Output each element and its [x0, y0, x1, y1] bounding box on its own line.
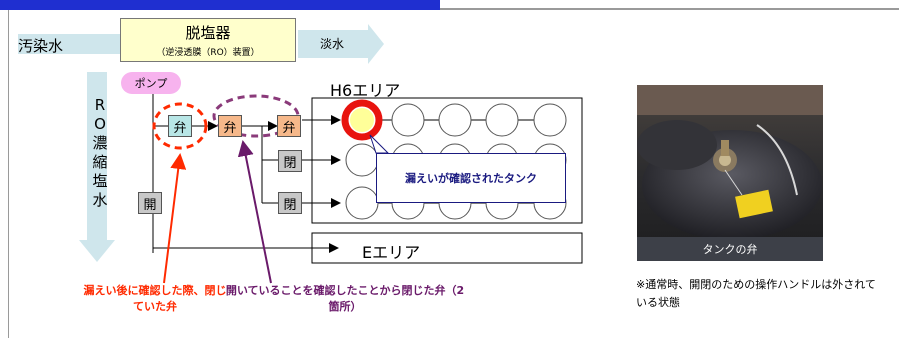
- flow-arrow-fresh: [298, 24, 384, 64]
- pump-label: ポンプ: [134, 77, 168, 90]
- pump: ポンプ: [121, 72, 181, 94]
- tank-valve-photo: タンクの弁: [637, 85, 823, 261]
- annotation-closed-after-leak: 漏えい後に確認した際、閉じていた弁: [83, 284, 227, 313]
- valve-closed-upstream: 弁: [218, 115, 242, 137]
- flow-arrow-concentrate: [79, 72, 115, 262]
- desalination-title: 脱塩器: [185, 24, 231, 42]
- area-h6-label: H6エリア: [330, 81, 401, 100]
- note-text: ※通常時、開閉のための操作ハンドルは外されている状態: [636, 278, 876, 309]
- source-water-label: 汚染水: [18, 37, 64, 55]
- valve-closed-row2: 閉: [278, 150, 302, 172]
- header-accent-bar: [0, 0, 440, 10]
- leak-tank-label: 漏えいが確認されたタンク: [405, 172, 537, 185]
- desalination-unit: 脱塩器 （逆浸透膜（RO）装置）: [120, 18, 296, 62]
- valve-closed-after-leak: 弁: [168, 115, 192, 137]
- left-border: [8, 10, 9, 338]
- header-divider: [440, 8, 899, 10]
- photo-caption: タンクの弁: [702, 243, 758, 256]
- valve-closed-downstream: 弁: [277, 115, 301, 137]
- tank-valve-photo-image: [637, 85, 823, 261]
- annotation-closed-after-check: 開いていることを確認したことから閉じた弁（2箇所）: [225, 284, 465, 313]
- ro-concentrate-label: RO濃縮塩水: [92, 96, 108, 209]
- area-e-label: Eエリア: [362, 243, 421, 262]
- leak-tank-callout: 漏えいが確認されたタンク: [376, 153, 566, 203]
- valve-closed-row3: 閉: [278, 192, 302, 214]
- valve-open-main: 開: [138, 192, 162, 214]
- photo-caption-bar: タンクの弁: [637, 237, 823, 261]
- desalination-subtitle: （逆浸透膜（RO）装置）: [156, 48, 260, 58]
- fresh-water-label: 淡水: [320, 37, 345, 51]
